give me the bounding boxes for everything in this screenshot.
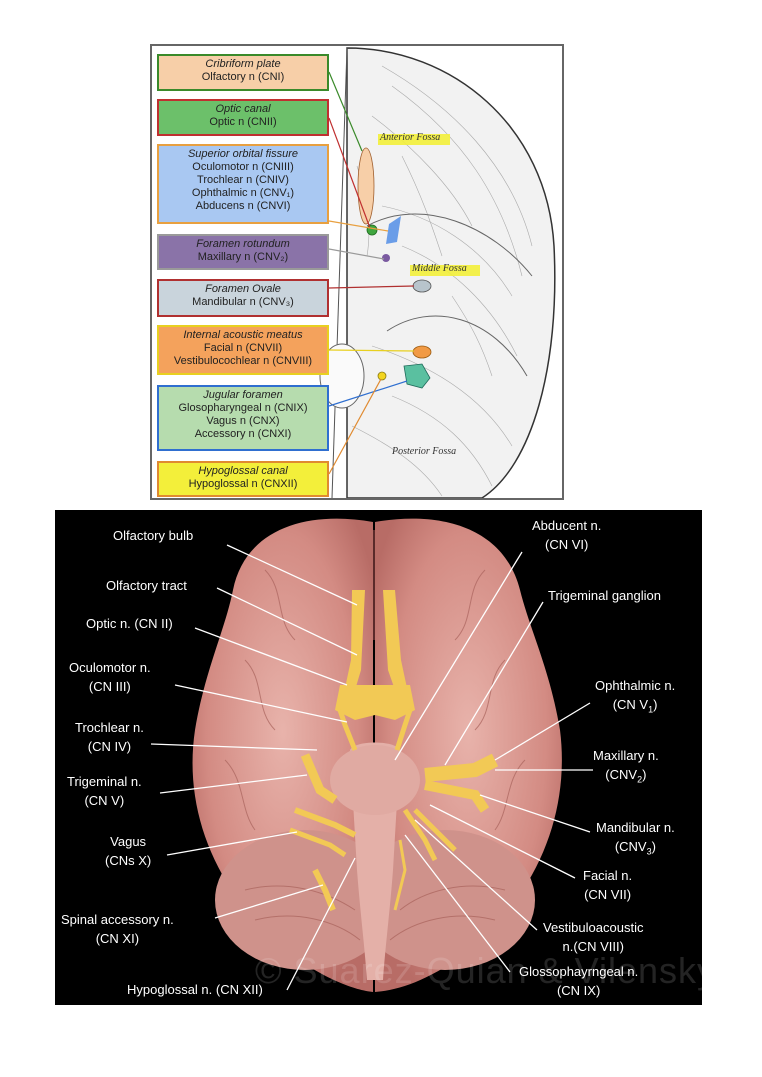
abducent-nerve-label: Abducent n. (CN VI) <box>532 516 601 554</box>
nerve-name: Vestibulocochlear n (CNVIII) <box>173 355 313 367</box>
label-line: (CN VI) <box>545 537 589 552</box>
optic-nerve-label: Optic n. (CN II) <box>86 614 173 633</box>
foramen-ovale-box: Foramen Ovale Mandibular n (CNV₃) <box>157 279 329 317</box>
hypoglossal-nerve-label: Hypoglossal n. (CN XII) <box>127 980 263 999</box>
olfactory-bulb-label: Olfactory bulb <box>113 526 193 545</box>
label-line: (CNs X) <box>105 853 152 868</box>
label-line: Vagus <box>110 834 147 849</box>
brain-illustration <box>150 518 593 992</box>
trigeminal-ganglion-label: Trigeminal ganglion <box>548 586 661 605</box>
mandibular-nerve-label: Mandibular n. (CNV3) <box>596 818 675 862</box>
foramen-name: Hypoglossal canal <box>198 465 288 477</box>
label-line: Olfactory bulb <box>113 528 194 543</box>
nerve-name: Olfactory n (CNI) <box>201 71 285 83</box>
vagus-nerve-label: Vagus (CNs X) <box>105 832 151 870</box>
hypoglossal-canal-box: Hypoglossal canal Hypoglossal n (CNXII) <box>157 461 329 497</box>
spinal-accessory-nerve-label: Spinal accessory n. (CN XI) <box>61 910 174 948</box>
jugular-foramen-box: Jugular foramen Glosopharyngeal n (CNIX)… <box>157 385 329 451</box>
label-line: Olfactory tract <box>106 578 187 593</box>
foramen-name: Cribriform plate <box>205 58 281 70</box>
label-line: Vestibuloacoustic <box>543 920 644 935</box>
vestibuloacoustic-nerve-label: Vestibuloacoustic n.(CN VIII) <box>543 918 643 956</box>
foramen-name: Foramen Ovale <box>205 283 281 295</box>
facial-nerve-label: Facial n. (CN VII) <box>583 866 632 904</box>
label-line: Optic n. (CN II) <box>86 616 173 631</box>
nerve-name: Ophthalmic n (CNV₁) <box>191 187 295 199</box>
skull-base-diagram: Anterior Fossa Middle Fossa Posterior Fo… <box>150 44 564 500</box>
foramen-name: Optic canal <box>215 103 271 115</box>
label-line: Oculomotor n. <box>69 660 151 675</box>
label-line: (CN V) <box>84 793 125 808</box>
optic-canal-box: Optic canal Optic n (CNII) <box>157 99 329 136</box>
nerve-name: Mandibular n (CNV₃) <box>192 296 294 308</box>
label-line: Glossophayrngeal n. <box>519 964 639 979</box>
label-line: (CN IX) <box>556 983 601 998</box>
foramen-name: Foramen rotundum <box>196 238 290 250</box>
label-line: (CN V1) <box>612 697 658 715</box>
posterior-fossa-label: Posterior Fossa <box>392 446 457 457</box>
label-line: (CNV2) <box>605 767 647 785</box>
label-line: Mandibular n. <box>596 820 675 835</box>
trigeminal-nerve-label: Trigeminal n. (CN V) <box>67 772 142 810</box>
label-line: (CN IV) <box>87 739 132 754</box>
superior-orbital-fissure-box: Superior orbital fissure Oculomotor n (C… <box>157 144 329 224</box>
label-line: Trochlear n. <box>75 720 144 735</box>
middle-fossa-label: Middle Fossa <box>412 263 467 274</box>
label-line: Hypoglossal n. (CN XII) <box>127 982 263 997</box>
label-line: Ophthalmic n. <box>595 678 676 693</box>
glossopharyngeal-nerve-label: Glossophayrngeal n. (CN IX) <box>519 962 638 1000</box>
skull-base-illustration <box>319 47 556 498</box>
foramen-rotundum-box: Foramen rotundum Maxillary n (CNV₂) <box>157 234 329 270</box>
nerve-name: Accessory n (CNXI) <box>194 428 292 440</box>
label-line: (CN VII) <box>584 887 632 902</box>
ophthalmic-nerve-label: Ophthalmic n. (CN V1) <box>595 676 675 720</box>
label-line: Trigeminal n. <box>67 774 142 789</box>
nerve-name: Glosopharyngeal n (CNIX) <box>178 402 308 414</box>
nerve-name: Optic n (CNII) <box>209 116 277 128</box>
oculomotor-nerve-label: Oculomotor n. (CN III) <box>69 658 151 696</box>
nerve-name: Maxillary n (CNV₂) <box>197 251 289 263</box>
foramen-name: Internal acoustic meatus <box>183 329 303 341</box>
label-line: (CNV3) <box>614 839 656 857</box>
anterior-fossa-label: Anterior Fossa <box>380 132 441 143</box>
label-line: n.(CN VIII) <box>562 939 624 954</box>
nerve-name: Oculomotor n (CNIII) <box>192 161 294 173</box>
internal-acoustic-meatus-box: Internal acoustic meatus Facial n (CNVII… <box>157 325 329 375</box>
label-line: (CN XI) <box>95 931 140 946</box>
label-line: Maxillary n. <box>593 748 659 763</box>
foramen-name: Jugular foramen <box>203 389 283 401</box>
brain-base-photo: Olfactory bulb Olfactory tract Optic n. … <box>55 510 702 1005</box>
nerve-name: Hypoglossal n (CNXII) <box>188 478 298 490</box>
label-line: Spinal accessory n. <box>61 912 174 927</box>
olfactory-tract-label: Olfactory tract <box>106 576 187 595</box>
cribriform-plate-box: Cribriform plate Olfactory n (CNI) <box>157 54 329 91</box>
nerve-name: Facial n (CNVII) <box>203 342 283 354</box>
label-line: Abducent n. <box>532 518 602 533</box>
foramen-name: Superior orbital fissure <box>187 148 299 160</box>
maxillary-nerve-label: Maxillary n. (CNV2) <box>593 746 659 790</box>
copyright-watermark: © Suarez-Quian & Vilensky <box>255 950 702 991</box>
trochlear-nerve-label: Trochlear n. (CN IV) <box>75 718 144 756</box>
nerve-name: Trochlear n (CNIV) <box>197 174 289 186</box>
nerve-name: Vagus n (CNX) <box>206 415 280 427</box>
nerve-name: Abducens n (CNVI) <box>195 200 291 212</box>
label-line: Facial n. <box>583 868 633 883</box>
label-line: (CN III) <box>88 679 131 694</box>
label-line: Trigeminal ganglion <box>548 588 661 603</box>
